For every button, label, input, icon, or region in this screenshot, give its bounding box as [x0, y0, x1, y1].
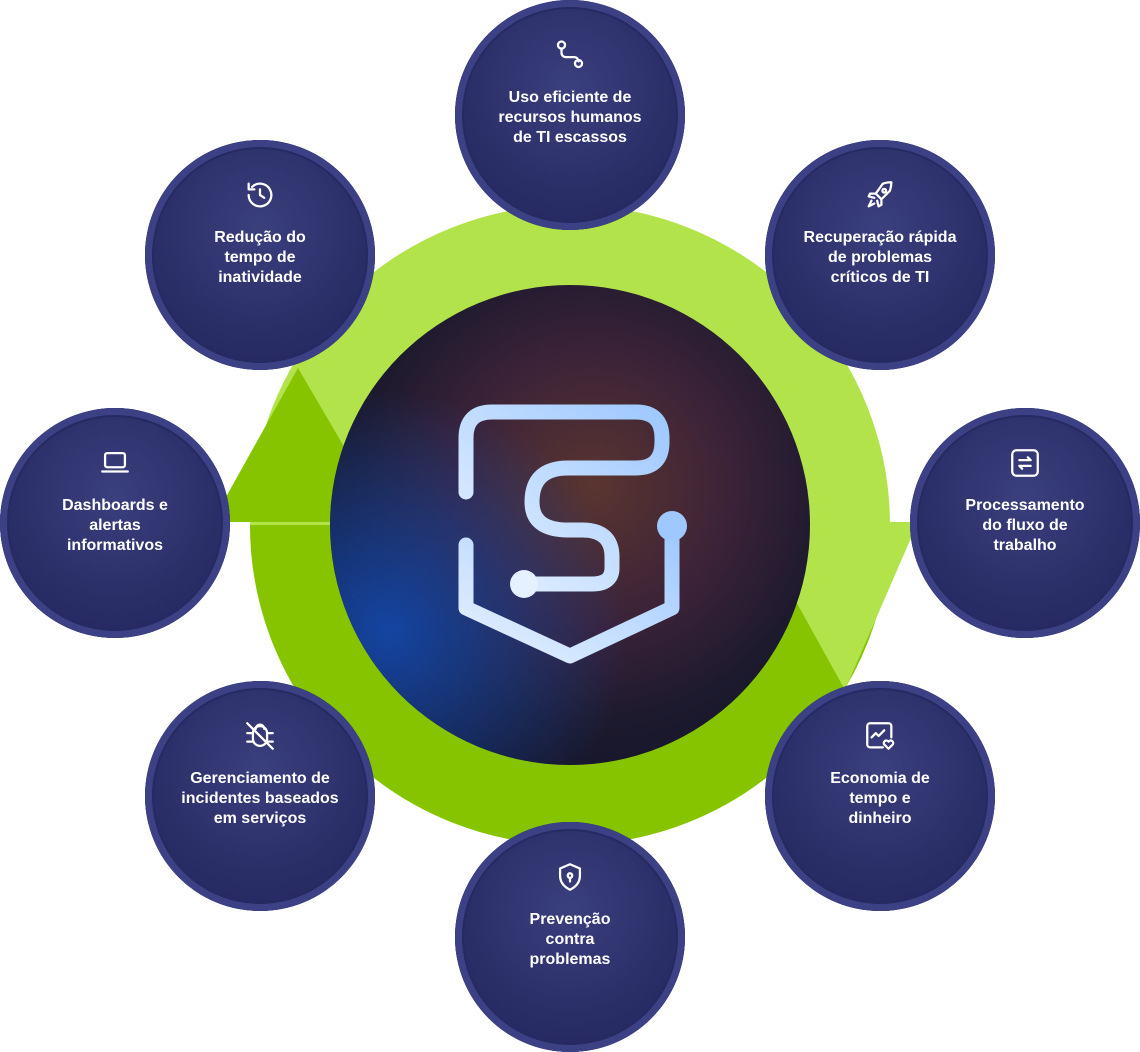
- shield-lock-icon: [551, 858, 589, 896]
- route-pins-icon: [551, 36, 589, 74]
- benefit-node-uso-eficiente: Uso eficiente de recursos humanos de TI …: [455, 0, 685, 230]
- shield-s-logo-icon: [458, 404, 680, 664]
- ring-dark-half: [250, 524, 890, 845]
- benefit-node-economia: Economia de tempo e dinheiro: [765, 681, 995, 911]
- benefit-label: Processamento do fluxo de trabalho: [965, 497, 1085, 554]
- benefit-label: Economia de tempo e dinheiro: [830, 770, 930, 827]
- benefit-node-dashboards: Dashboards e alertas informativos: [0, 408, 230, 638]
- laptop-icon: [96, 444, 134, 482]
- benefit-label: Recuperação rápida de problemas críticos…: [803, 229, 957, 286]
- chart-heart-icon: [861, 717, 899, 755]
- rocket-icon: [861, 176, 899, 214]
- logo-dot-left: [510, 570, 538, 598]
- benefit-label: Prevenção contra problemas: [529, 911, 611, 968]
- benefit-node-gerenciamento: Gerenciamento de incidentes baseados em …: [145, 681, 375, 911]
- benefit-node-processamento: Processamento do fluxo de trabalho: [910, 408, 1140, 638]
- benefit-label: Redução do tempo de inatividade: [214, 229, 306, 286]
- benefit-label: Gerenciamento de incidentes baseados em …: [181, 770, 339, 827]
- logo-dot-right: [657, 511, 687, 541]
- exchange-arrows-icon: [1006, 444, 1044, 482]
- history-clock-icon: [241, 176, 279, 214]
- benefit-label: Uso eficiente de recursos humanos de TI …: [498, 89, 642, 146]
- benefit-node-recuperacao: Recuperação rápida de problemas críticos…: [765, 140, 995, 370]
- benefit-label: Dashboards e alertas informativos: [62, 497, 168, 554]
- benefit-node-reducao: Redução do tempo de inatividade: [145, 140, 375, 370]
- benefit-node-prevencao: Prevenção contra problemas: [455, 822, 685, 1052]
- bug-off-icon: [241, 717, 279, 755]
